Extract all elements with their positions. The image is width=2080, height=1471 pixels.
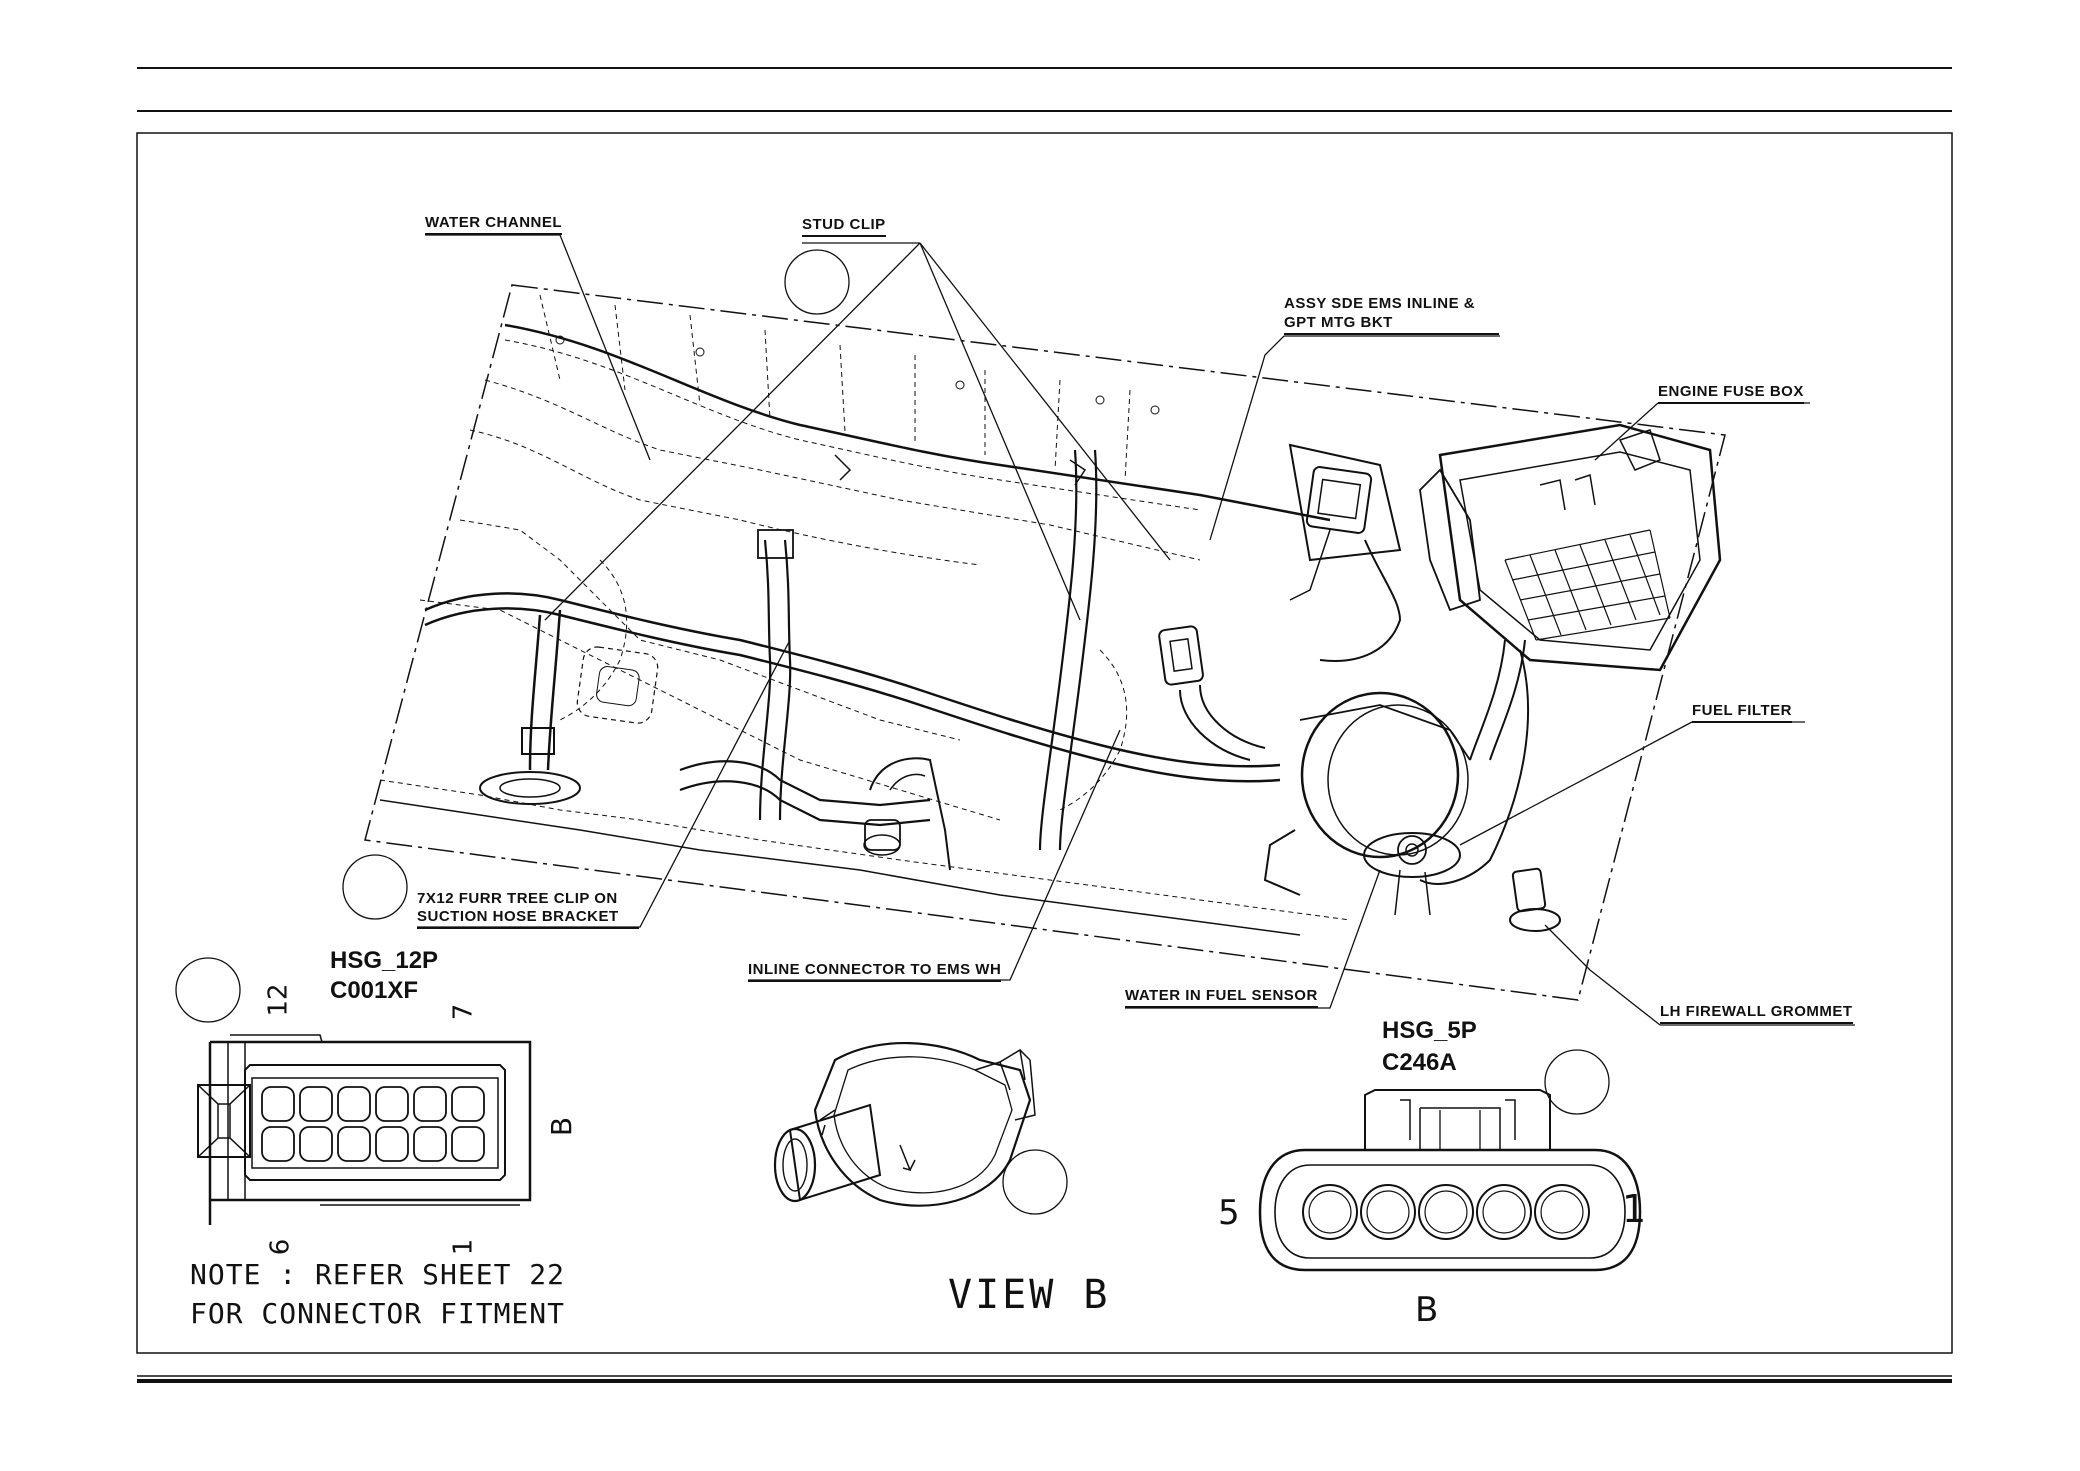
connector-12p-pin-12: 12 bbox=[263, 983, 294, 1017]
connector-5p-code: C246A bbox=[1382, 1049, 1457, 1076]
connector-5p-cavities bbox=[1302, 1184, 1590, 1240]
connector-12p-code: C001XF bbox=[330, 977, 419, 1004]
sheet-border bbox=[136, 67, 1953, 1383]
callout-water-in-fuel-sensor: WATER IN FUEL SENSOR bbox=[1125, 987, 1318, 1008]
sensor-view-drawing bbox=[773, 1041, 1036, 1207]
connector-5p-side: B bbox=[1415, 1290, 1439, 1330]
connector-5p-pin-5: 5 bbox=[1218, 1193, 1240, 1233]
leader-lines bbox=[417, 234, 1855, 1026]
connector-12p-housing: HSG_12P bbox=[330, 947, 439, 974]
callout-assy-sde-line1: ASSY SDE EMS INLINE & bbox=[1284, 295, 1476, 312]
connector-5p-pin-1: 1 bbox=[1622, 1187, 1647, 1231]
callout-stud-clip: STUD CLIP bbox=[802, 216, 886, 237]
callout-furr-tree-line1: 7X12 FURR TREE CLIP ON bbox=[417, 890, 618, 907]
view-title: VIEW B bbox=[948, 1272, 1111, 1318]
callout-furr-tree-line2: SUCTION HOSE BRACKET bbox=[417, 908, 639, 929]
callout-lh-firewall-grommet: LH FIREWALL GROMMET bbox=[1660, 1003, 1853, 1024]
connector-5p-housing: HSG_5P bbox=[1382, 1017, 1477, 1044]
note-line1: NOTE : REFER SHEET 22 bbox=[190, 1258, 566, 1291]
main-view bbox=[364, 284, 1726, 1001]
connector-12p-cavities bbox=[261, 1086, 485, 1162]
callout-circles bbox=[175, 249, 1610, 1215]
connector-12p-pin-7: 7 bbox=[448, 1003, 479, 1021]
connector-5p-drawing bbox=[1258, 1089, 1642, 1272]
callout-assy-sde-line2: GPT MTG BKT bbox=[1284, 314, 1499, 335]
connector-12p-drawing bbox=[197, 1034, 532, 1225]
callout-inline-connector: INLINE CONNECTOR TO EMS WH bbox=[748, 961, 1002, 982]
callout-water-channel: WATER CHANNEL bbox=[425, 214, 563, 235]
callout-fuel-filter: FUEL FILTER bbox=[1692, 702, 1792, 723]
note-line2: FOR CONNECTOR FITMENT bbox=[190, 1297, 566, 1330]
connector-12p-side: B bbox=[545, 1116, 579, 1137]
callout-engine-fuse-box: ENGINE FUSE BOX bbox=[1658, 383, 1804, 404]
fuse-grid bbox=[1504, 529, 1671, 641]
connector-12p-pin-1: 1 bbox=[448, 1238, 479, 1256]
connector-12p-pin-6: 6 bbox=[265, 1238, 296, 1256]
